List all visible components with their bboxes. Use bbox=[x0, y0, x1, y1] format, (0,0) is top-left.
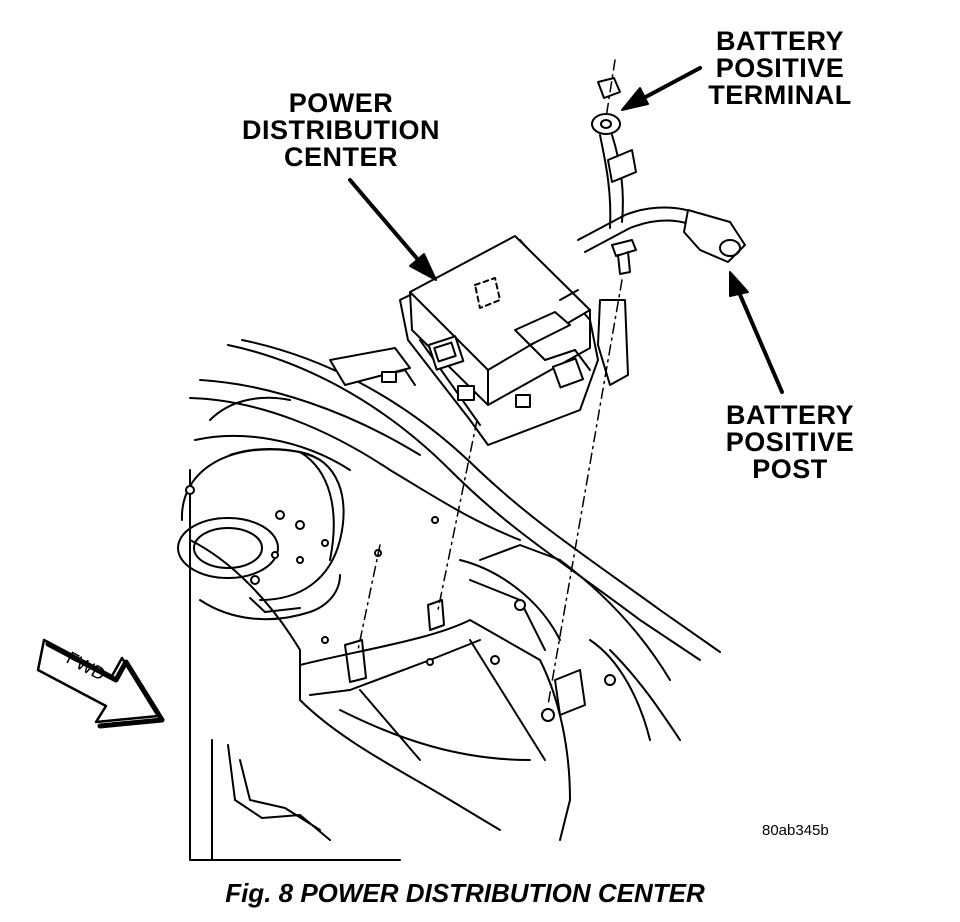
label-line: BATTERY bbox=[726, 400, 854, 430]
battery-positive-post-label: BATTERY POSITIVE POST bbox=[710, 402, 870, 483]
label-line: POST bbox=[752, 454, 828, 484]
power-distribution-center-label: POWER DISTRIBUTION CENTER bbox=[236, 90, 446, 171]
label-line: CENTER bbox=[283, 142, 398, 172]
power-distribution-center-box bbox=[329, 235, 629, 446]
label-line: TERMINAL bbox=[708, 80, 852, 110]
label-line: BATTERY bbox=[716, 26, 844, 56]
forward-arrow: FWD bbox=[36, 638, 165, 729]
callout-arrows bbox=[348, 66, 784, 394]
figure-code: 80ab345b bbox=[762, 822, 829, 839]
battery-cable bbox=[577, 77, 746, 275]
label-line: DISTRIBUTION bbox=[242, 115, 440, 145]
alignment-lines bbox=[357, 59, 623, 706]
vehicle-body-panel bbox=[177, 339, 721, 861]
label-line: POSITIVE bbox=[715, 53, 845, 83]
label-line: POSITIVE bbox=[725, 427, 855, 457]
figure-caption: Fig. 8 POWER DISTRIBUTION CENTER bbox=[225, 878, 705, 908]
label-line: POWER bbox=[288, 88, 394, 118]
battery-positive-terminal-label: BATTERY POSITIVE TERMINAL bbox=[700, 28, 860, 109]
